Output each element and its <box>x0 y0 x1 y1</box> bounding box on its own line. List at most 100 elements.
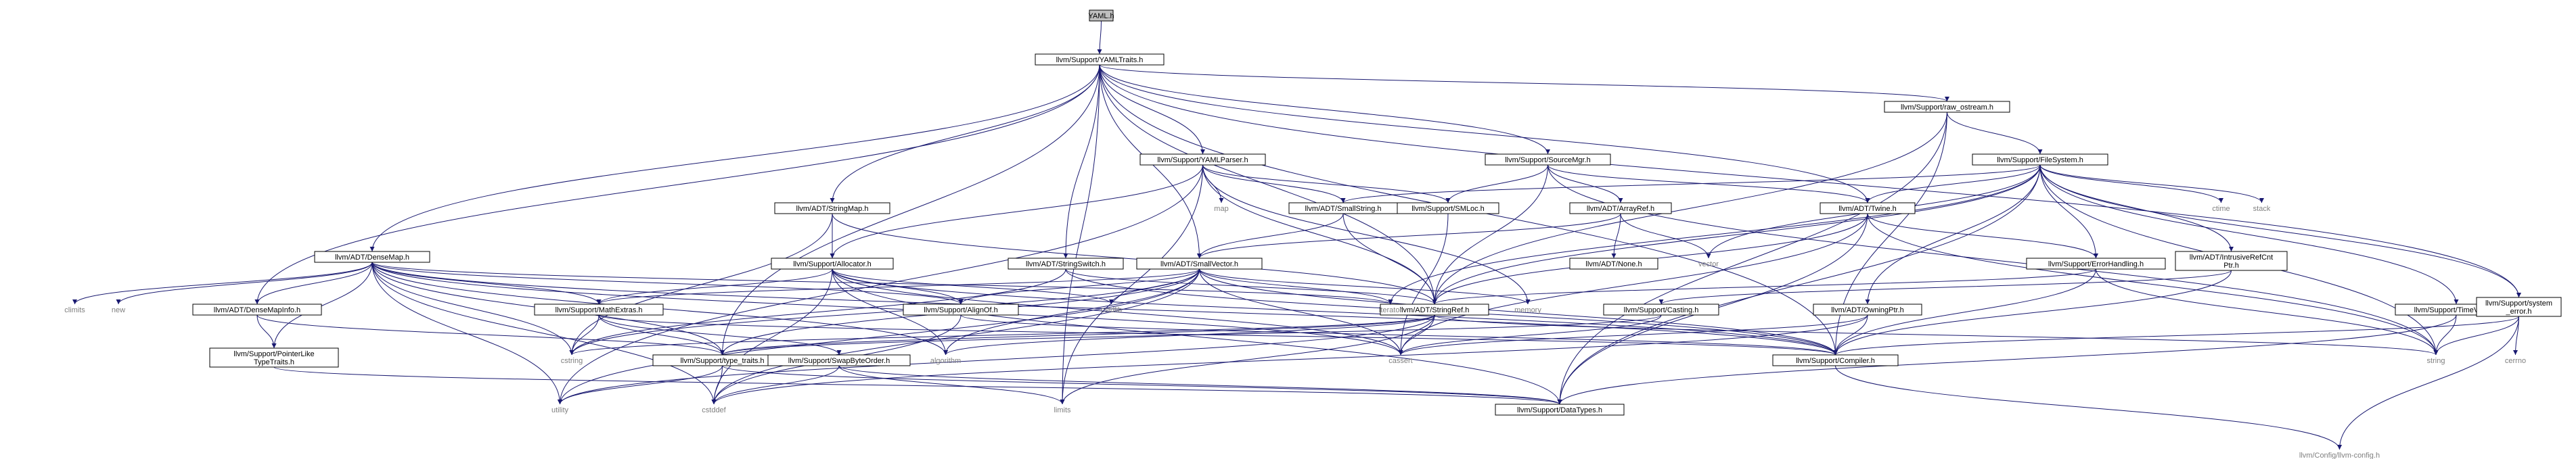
node-label: utility <box>551 406 569 414</box>
node-compiler[interactable]: llvm/Support/Compiler.h <box>1772 354 1899 366</box>
node-raw_ostream[interactable]: llvm/Support/raw_ostream.h <box>1884 101 2010 113</box>
node-utility: utility <box>551 406 569 414</box>
node-cerrno: cerrno <box>2505 357 2526 365</box>
node-allocator[interactable]: llvm/Support/Allocator.h <box>771 258 894 270</box>
edge-smallvector-to-memory <box>1199 268 1531 305</box>
edge-yamltraits-to-densemapinfo <box>254 64 1100 305</box>
node-box <box>2175 251 2288 271</box>
edge-yamltraits-to-twine <box>1099 64 1870 203</box>
edge-errorhandling-to-stringref <box>1432 268 2096 305</box>
node-smallvector[interactable]: llvm/ADT/SmallVector.h <box>1136 258 1263 270</box>
node-none[interactable]: llvm/ADT/None.h <box>1569 258 1658 270</box>
node-label: llvm/Support/Casting.h <box>1624 306 1699 314</box>
node-label: string <box>2427 357 2445 365</box>
node-smloc[interactable]: llvm/Support/SMLoc.h <box>1397 202 1499 214</box>
node-label: ctime <box>2212 205 2230 213</box>
edge-allocator-to-compiler <box>832 268 1838 356</box>
edge-filesystem-to-system_error <box>2039 164 2521 298</box>
node-label: algorithm <box>930 357 961 365</box>
edge-yamlparser-to-smloc <box>1202 164 1451 203</box>
node-stringswitch[interactable]: llvm/ADT/StringSwitch.h <box>1008 258 1124 270</box>
node-stringref[interactable]: llvm/ADT/StringRef.h <box>1380 304 1489 316</box>
node-stringmap[interactable]: llvm/ADT/StringMap.h <box>774 202 890 214</box>
node-label: map <box>1214 205 1228 213</box>
node-box <box>1008 258 1124 270</box>
edge-yamlparser-to-limits <box>1060 164 1203 405</box>
edge-arrayref-to-vector <box>1620 213 1711 259</box>
node-errorhandling[interactable]: llvm/Support/ErrorHandling.h <box>2026 258 2166 270</box>
node-label: new <box>112 306 125 314</box>
edge-stringswitch-to-stringref <box>1065 268 1437 305</box>
node-owningptr[interactable]: llvm/ADT/OwningPtr.h <box>1813 304 1922 316</box>
node-yaml_h[interactable]: YAML.h <box>1088 9 1114 22</box>
node-datatypes[interactable]: llvm/Support/DataTypes.h <box>1495 404 1625 416</box>
node-map: map <box>1214 205 1228 213</box>
node-cassert: cassert <box>1388 357 1412 365</box>
node-box <box>1603 304 1719 316</box>
node-label: climits <box>64 306 85 314</box>
edge-smallvector-to-cassert <box>1199 268 1403 356</box>
node-box <box>1139 153 1266 166</box>
edge-owningptr-to-cassert <box>1398 314 1868 356</box>
edge-smallvector-to-iterator <box>1199 268 1393 305</box>
node-vector: vector <box>1698 260 1719 268</box>
edge-stringmap-to-stringref <box>832 213 1437 305</box>
edge-smallvector-to-compiler <box>1199 268 1838 356</box>
node-label: llvm/ADT/StringRef.h <box>1400 306 1470 314</box>
edge-filesystem-to-intrusiverefcnt <box>2039 164 2234 252</box>
node-string: string <box>2427 357 2445 365</box>
node-box <box>1884 101 2010 113</box>
node-box <box>774 202 890 214</box>
edge-mathextras-to-type_traits <box>598 314 725 356</box>
edge-system_error-to-compiler <box>1833 316 2519 356</box>
node-box <box>1397 202 1499 214</box>
node-label: memory <box>1514 306 1541 314</box>
node-alignof[interactable]: llvm/Support/AlignOf.h <box>903 304 1019 316</box>
node-llvm_config: llvm/Config/llvm-config.h <box>2299 452 2380 459</box>
node-type_traits[interactable]: llvm/Support/type_traits.h <box>652 354 792 366</box>
node-swapbyteorder[interactable]: llvm/Support/SwapByteOrder.h <box>767 354 911 366</box>
node-label: llvm/Support/SMLoc.h <box>1411 205 1485 213</box>
edge-densemap-to-densemapinfo <box>254 262 373 305</box>
node-filesystem[interactable]: llvm/Support/FileSystem.h <box>1972 153 2108 166</box>
node-yamltraits[interactable]: llvm/Support/YAMLTraits.h <box>1035 53 1165 66</box>
node-new: new <box>112 306 125 314</box>
edge-swapbyteorder-to-datatypes <box>838 365 1562 405</box>
node-label: llvm/Support/Allocator.h <box>793 260 872 268</box>
node-smallstring[interactable]: llvm/ADT/SmallString.h <box>1288 202 1398 214</box>
edge-smallstring-to-stringref <box>1342 213 1437 305</box>
node-casting[interactable]: llvm/Support/Casting.h <box>1603 304 1719 316</box>
edge-raw_ostream-to-filesystem <box>1947 112 2043 155</box>
node-system_error[interactable]: llvm/Support/system_error.h <box>2476 297 2562 317</box>
edge-type_traits-to-datatypes <box>722 365 1562 405</box>
node-box <box>534 304 664 316</box>
edge-alignof-to-compiler <box>960 314 1838 356</box>
node-label: limits <box>1054 406 1071 414</box>
node-twine[interactable]: llvm/ADT/Twine.h <box>1820 202 1916 214</box>
node-sourcemgr[interactable]: llvm/Support/SourceMgr.h <box>1485 153 1611 166</box>
edge-yamltraits-to-stringswitch <box>1063 64 1100 259</box>
node-label: llvm/ADT/OwningPtr.h <box>1831 306 1904 314</box>
edge-yamltraits-to-type_traits <box>720 64 1100 356</box>
node-densemapinfo[interactable]: llvm/ADT/DenseMapInfo.h <box>192 304 322 316</box>
node-memory: memory <box>1514 306 1541 314</box>
node-label: stack <box>2253 205 2271 213</box>
edge-filesystem-to-stack <box>2039 164 2264 203</box>
node-densemap[interactable]: llvm/ADT/DenseMap.h <box>314 251 430 263</box>
edge-compiler-to-llvm_config <box>1835 365 2342 450</box>
node-box <box>767 354 911 366</box>
node-arrayref[interactable]: llvm/ADT/ArrayRef.h <box>1569 202 1672 214</box>
node-cstddef: cstddef <box>702 406 726 414</box>
node-yamlparser[interactable]: llvm/Support/YAMLParser.h <box>1139 153 1266 166</box>
edge-casting-to-cassert <box>1398 314 1662 356</box>
edge-densemapinfo-to-pointerliketypetraits <box>256 314 277 349</box>
node-ctime: ctime <box>2212 205 2230 213</box>
edge-yamltraits-to-raw_ostream <box>1099 64 1949 102</box>
node-box <box>2026 258 2166 270</box>
node-mathextras[interactable]: llvm/Support/MathExtras.h <box>534 304 664 316</box>
edge-yamlparser-to-smallstring <box>1202 164 1346 203</box>
node-limits: limits <box>1054 406 1071 414</box>
